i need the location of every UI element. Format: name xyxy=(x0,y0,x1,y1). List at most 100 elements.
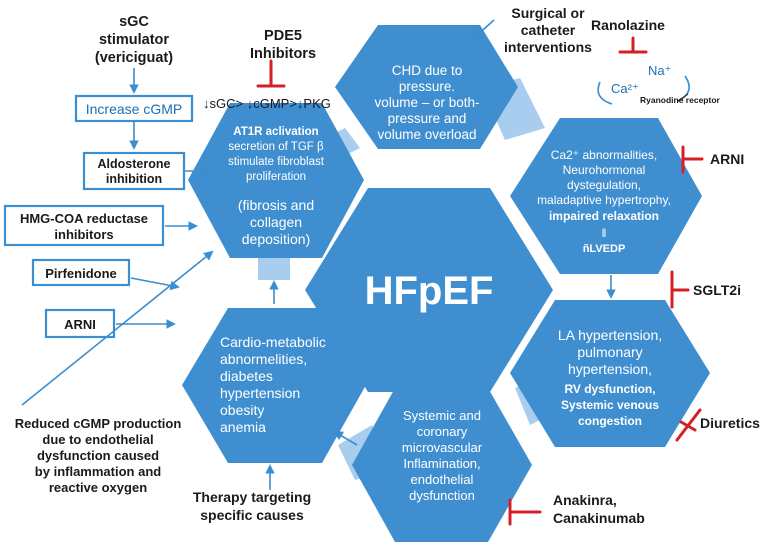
systemic-line-6: dysfunction xyxy=(409,488,475,503)
reduced-line-1: Reduced cGMP production xyxy=(15,416,182,431)
reduced-line-2: due to endothelial xyxy=(42,432,153,447)
la-bold-2: Systemic venous xyxy=(561,398,659,412)
aldosterone-line-1: Aldosterone xyxy=(98,157,171,171)
la-line-1: LA hypertension, xyxy=(558,327,662,343)
hmg-line-2: inhibitors xyxy=(54,227,113,242)
chd-line-4: pressure and xyxy=(388,111,467,126)
diuretics-inhibition-symbol xyxy=(675,408,702,442)
surgical-line-1: Surgical or xyxy=(511,5,585,21)
aldosterone-box xyxy=(82,151,186,191)
reduced-line-5: reactive oxygen xyxy=(49,480,147,495)
therapy-line-2: specific causes xyxy=(200,507,304,523)
pde5-line-2: Inhibitors xyxy=(250,46,316,62)
la-line-2: pulmonary xyxy=(577,344,642,360)
la-line-3: hypertension, xyxy=(568,361,652,377)
chd-line-3: volume – or both- xyxy=(374,95,479,110)
ion-cycle-arrow xyxy=(597,81,613,105)
systemic-line-2: coronary xyxy=(417,424,468,439)
arni-right-label: ARNI xyxy=(710,151,744,167)
ranolazine-inhibition-symbol xyxy=(618,36,648,54)
arni-left-label: ARNI xyxy=(64,317,96,332)
sgc-line-1: sGC xyxy=(119,14,149,30)
sgc-line-2: stimulator xyxy=(99,32,169,48)
arrow-systemic-to-cardio xyxy=(333,431,358,446)
hexagon-systemic xyxy=(352,388,532,542)
ca-line-1: Ca2⁺ abnormalities, xyxy=(551,148,657,162)
ca-lvedp: ñLVEDP xyxy=(583,243,626,255)
anakinra-line-1: Anakinra, xyxy=(553,492,617,508)
cardio-line-3: diabetes xyxy=(220,368,273,384)
hexagon-cardiometabolic xyxy=(182,308,366,463)
systemic-line-1: Systemic and xyxy=(403,408,481,423)
cardio-line-2: abnormelities, xyxy=(220,351,307,367)
chd-line-5: volume overload xyxy=(377,127,476,142)
arrow-reduced-cgmp xyxy=(21,250,214,406)
fibrosis-line-4: proliferation xyxy=(246,171,306,183)
surgical-line-3: interventions xyxy=(504,39,592,55)
fibrosis-line-1: AT1R aclivation xyxy=(233,126,318,138)
hexagon-chd xyxy=(335,25,518,149)
cardio-line-6: anemia xyxy=(220,419,266,435)
fibrosis-line-3: stimulate fibroblast xyxy=(228,156,325,168)
la-bold-3: congestion xyxy=(578,414,642,428)
therapy-line-1: Therapy targeting xyxy=(193,489,311,505)
fibrosis-line-6: collagen xyxy=(250,214,302,230)
systemic-text: Systemic and coronary microvascular Infl… xyxy=(402,408,483,503)
sglt2i-label: SGLT2i xyxy=(693,282,741,298)
la-text: LA hypertension, pulmonary hypertension,… xyxy=(558,327,662,428)
reduced-line-4: by inflammation and xyxy=(35,464,161,479)
reduced-cgmp-label: Reduced cGMP production due to endotheli… xyxy=(15,416,182,495)
sgc-label: sGC stimulator (vericiguat) xyxy=(95,14,173,66)
arni-left-box xyxy=(44,308,116,339)
ca-line-2: Neurohormonal xyxy=(563,163,646,177)
ca-text: Ca2⁺ abnormalities, Neurohormonal dysteg… xyxy=(537,148,671,255)
ryanodine-inhibition-mark xyxy=(677,93,689,102)
chd-line-2: pressure. xyxy=(399,79,455,94)
hexagon-fibrosis xyxy=(188,103,364,258)
ca-line-3: dystegulation, xyxy=(567,178,641,192)
systemic-line-3: microvascular xyxy=(402,440,483,455)
cardiometabolic-text: Cardio-metabolic abnormelities, diabetes… xyxy=(220,334,326,435)
sgc-line-3: (vericiguat) xyxy=(95,50,173,66)
bridge-fibrosis-cardio xyxy=(258,252,290,280)
ca-sub: ‖ xyxy=(602,226,607,240)
pde5-inhibition-symbol xyxy=(256,59,286,88)
ca-bold-line: impaired relaxation xyxy=(549,209,659,223)
pde5-line-1: PDE5 xyxy=(264,28,302,44)
hexagon-ca xyxy=(510,118,702,274)
arni-right-inhibition-symbol xyxy=(681,145,704,174)
chd-line-1: CHD due to xyxy=(392,63,463,78)
center-title: HFpEF xyxy=(365,269,494,313)
hmg-line-1: HMG-COA reductase xyxy=(20,211,148,226)
fibrosis-text: AT1R aclivation secretion of TGF β stimu… xyxy=(228,126,325,247)
fibrosis-line-5: (fibrosis and xyxy=(238,197,314,213)
hmg-box xyxy=(3,204,165,247)
diuretics-label: Diuretics xyxy=(700,415,760,431)
increase-cgmp-label: Increase cGMP xyxy=(86,101,182,117)
ca-line-4: maladaptive hypertrophy, xyxy=(537,193,671,207)
systemic-line-4: Inflamination, xyxy=(403,456,480,471)
anakinra-line-2: Canakinumab xyxy=(553,510,645,526)
pirfenidone-box xyxy=(31,258,131,287)
systemic-line-5: endothelial xyxy=(411,472,474,487)
pirfenidone-label: Pirfenidone xyxy=(45,266,117,281)
hexagon-la xyxy=(510,300,710,447)
sglt2i-inhibition-symbol xyxy=(670,270,690,309)
na-ion: Na⁺ xyxy=(648,63,671,78)
anakinra-inhibition-symbol xyxy=(508,498,542,526)
increase-cgmp-box xyxy=(74,94,194,123)
arrow-surgical xyxy=(472,19,495,40)
ryanodine-label: Ryanodine receptor xyxy=(640,95,721,105)
hexagon-center xyxy=(305,188,553,392)
reduced-line-3: dysfunction caused xyxy=(37,448,159,463)
fibrosis-line-7: deposition) xyxy=(242,231,311,247)
ca-ion: Ca²⁺ xyxy=(611,81,639,96)
fibrosis-line-2: secretion of TGF β xyxy=(228,141,324,153)
surgical-line-2: catheter xyxy=(521,22,576,38)
ranolazine-label: Ranolazine xyxy=(591,17,665,33)
aldosterone-line-2: inhibition xyxy=(106,172,162,186)
cardio-line-5: obesity xyxy=(220,402,264,418)
cardio-line-4: hypertension xyxy=(220,385,300,401)
chd-text: CHD due to pressure. volume – or both- p… xyxy=(374,63,479,142)
cardio-line-1: Cardio-metabolic xyxy=(220,334,326,350)
